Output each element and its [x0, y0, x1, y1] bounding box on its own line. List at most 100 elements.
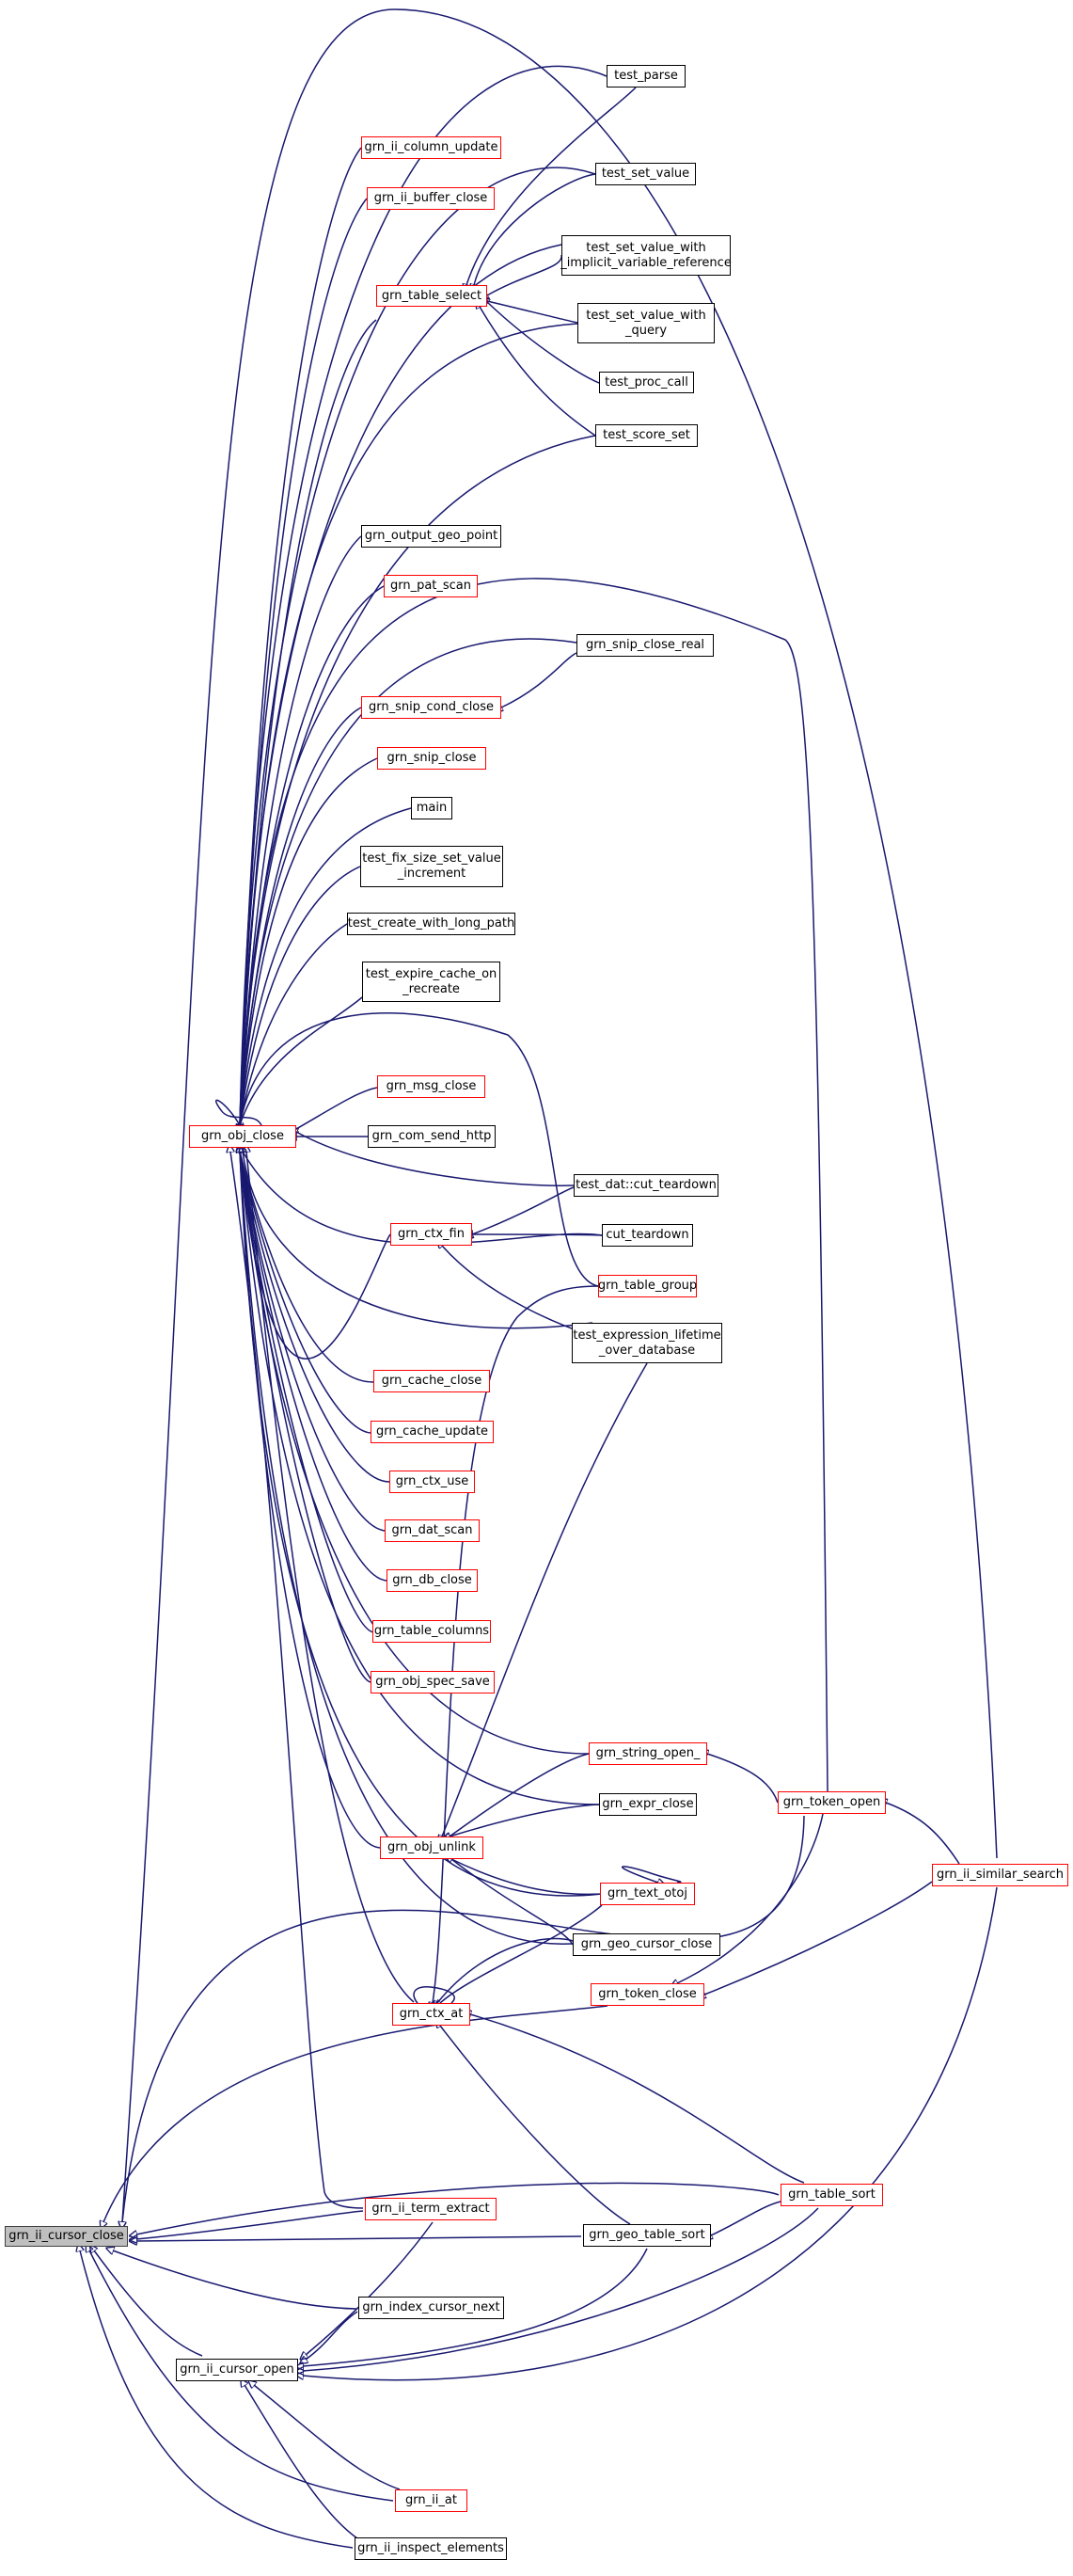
- call-edge: [240, 757, 378, 1125]
- call-edge: [240, 807, 412, 1125]
- node-grn-cache-close[interactable]: grn_cache_close: [373, 1370, 490, 1392]
- call-edge: [240, 323, 578, 1125]
- node-test-create-with-long-path[interactable]: test_create_with_long_path: [347, 913, 515, 935]
- node-grn-ii-inspect-elements[interactable]: grn_ii_inspect_elements: [355, 2537, 507, 2560]
- node-grn-com-send-http[interactable]: grn_com_send_http: [368, 1125, 496, 1148]
- node-test-set-value-with-implicit[interactable]: test_set_value_with _implicit_variable_r…: [560, 235, 732, 276]
- node-grn-ii-column-update[interactable]: grn_ii_column_update: [361, 136, 501, 159]
- call-edge: [243, 1152, 593, 1329]
- call-edge: [240, 1152, 371, 1434]
- call-edge: [136, 2210, 364, 2239]
- node-grn-table-sort[interactable]: grn_table_sort: [781, 2184, 883, 2206]
- node-grn-token-open[interactable]: grn_token_open: [778, 1791, 886, 1814]
- node-grn-snip-close-real[interactable]: grn_snip_close_real: [576, 634, 714, 657]
- call-edge: [230, 1152, 364, 2209]
- node-grn-ii-at[interactable]: grn_ii_at: [395, 2489, 467, 2512]
- node-test-set-value-with-query[interactable]: test_set_value_with _query: [577, 303, 715, 343]
- node-test-expire-cache-on-recreate[interactable]: test_expire_cache_on _recreate: [362, 962, 500, 1002]
- call-edge: [450, 1753, 590, 1837]
- call-edge: [501, 652, 577, 708]
- node-grn-snip-close[interactable]: grn_snip_close: [377, 747, 486, 770]
- node-grn-geo-cursor-close[interactable]: grn_geo_cursor_close: [573, 1933, 720, 1956]
- node-grn-dat-scan[interactable]: grn_dat_scan: [385, 1519, 480, 1542]
- node-grn-db-close[interactable]: grn_db_close: [387, 1569, 478, 1592]
- node-grn-ii-cursor-open[interactable]: grn_ii_cursor_open: [176, 2359, 298, 2381]
- node-grn-token-close[interactable]: grn_token_close: [591, 1983, 704, 2006]
- call-edge: [240, 1012, 599, 1287]
- call-edge: [94, 2250, 203, 2357]
- call-edge: [450, 1804, 600, 1837]
- call-edge: [306, 2221, 434, 2355]
- call-edge: [413, 1986, 455, 2013]
- call-edge: [240, 1152, 591, 1755]
- node-grn-text-otoj[interactable]: grn_text_otoj: [600, 1883, 695, 1905]
- node-grn-geo-table-sort[interactable]: grn_geo_table_sort: [583, 2224, 711, 2247]
- call-edge: [240, 1152, 603, 1897]
- call-edge: [136, 2235, 582, 2241]
- node-grn-ii-term-extract[interactable]: grn_ii_term_extract: [365, 2198, 497, 2220]
- node-grn-obj-unlink[interactable]: grn_obj_unlink: [380, 1837, 483, 1859]
- call-edge: [240, 535, 362, 1125]
- node-grn-pat-scan[interactable]: grn_pat_scan: [384, 575, 478, 597]
- call-edge: [240, 1152, 375, 1383]
- node-grn-table-columns[interactable]: grn_table_columns: [372, 1620, 491, 1643]
- node-test-proc-call[interactable]: test_proc_call: [599, 372, 694, 393]
- call-edge: [122, 1815, 805, 2222]
- node-grn-ii-cursor-close[interactable]: grn_ii_cursor_close: [5, 2226, 128, 2247]
- call-edge: [122, 8, 998, 2222]
- node-grn-obj-close[interactable]: grn_obj_close: [189, 1125, 296, 1148]
- node-grn-ii-buffer-close[interactable]: grn_ii_buffer_close: [367, 187, 495, 210]
- node-test-set-value[interactable]: test_set_value: [595, 163, 696, 185]
- call-edge: [136, 2182, 780, 2234]
- call-edge: [254, 2385, 401, 2490]
- node-grn-obj-spec-save[interactable]: grn_obj_spec_save: [371, 1671, 495, 1693]
- call-edge: [306, 2311, 358, 2360]
- node-grn-cache-update[interactable]: grn_cache_update: [371, 1421, 494, 1443]
- node-grn-table-select[interactable]: grn_table_select: [376, 285, 487, 307]
- call-edge: [704, 1881, 933, 1995]
- node-test-fix-size-set-value-increment[interactable]: test_fix_size_set_value _increment: [360, 846, 503, 887]
- node-grn-output-geo-point[interactable]: grn_output_geo_point: [361, 525, 501, 548]
- call-edge: [487, 302, 600, 384]
- call-edge: [240, 1152, 388, 1582]
- node-grn-ctx-at[interactable]: grn_ctx_at: [392, 2003, 470, 2026]
- node-grn-index-cursor-next[interactable]: grn_index_cursor_next: [358, 2297, 504, 2319]
- call-edge: [240, 1152, 573, 1945]
- call-edge: [240, 435, 596, 1125]
- call-edge: [437, 1937, 584, 2003]
- node-test-expression-lifetime[interactable]: test_expression_lifetime _over_database: [572, 1323, 722, 1363]
- node-main[interactable]: main: [411, 797, 452, 819]
- node-grn-snip-cond-close[interactable]: grn_snip_cond_close: [361, 696, 501, 719]
- node-grn-table-group[interactable]: grn_table_group: [598, 1275, 697, 1297]
- call-edge: [240, 996, 363, 1125]
- call-edge: [451, 1859, 574, 1946]
- node-cut-teardown[interactable]: cut_teardown: [602, 1224, 693, 1247]
- call-edge: [451, 1859, 603, 1896]
- node-grn-expr-close[interactable]: grn_expr_close: [599, 1793, 697, 1816]
- node-grn-ii-similar-search[interactable]: grn_ii_similar_search: [932, 1864, 1068, 1886]
- call-edge: [677, 1813, 824, 1983]
- node-test-parse[interactable]: test_parse: [607, 65, 686, 87]
- node-grn-string-open[interactable]: grn_string_open_: [589, 1742, 707, 1765]
- call-edge: [711, 2201, 781, 2235]
- call-edge: [214, 1099, 262, 1125]
- call-edge: [240, 167, 596, 1125]
- node-grn-msg-close[interactable]: grn_msg_close: [377, 1075, 485, 1098]
- call-edge: [89, 2250, 394, 2502]
- call-edge: [240, 1152, 600, 1805]
- node-test-score-set[interactable]: test_score_set: [595, 424, 698, 447]
- call-edge: [240, 1152, 390, 1483]
- call-edge: [303, 1886, 998, 2381]
- call-edge: [442, 1362, 648, 1837]
- call-edge: [246, 1152, 415, 2003]
- node-grn-ctx-fin[interactable]: grn_ctx_fin: [390, 1223, 472, 1246]
- call-edge: [240, 866, 361, 1125]
- call-edge: [240, 147, 362, 1125]
- node-grn-ctx-use[interactable]: grn_ctx_use: [389, 1471, 475, 1493]
- node-test-dat-cut-teardown[interactable]: test_dat::cut_teardown: [574, 1174, 718, 1197]
- call-edge: [621, 1866, 682, 1883]
- call-edge: [474, 173, 596, 285]
- call-edge: [707, 1754, 779, 1804]
- call-edge: [240, 1152, 372, 1683]
